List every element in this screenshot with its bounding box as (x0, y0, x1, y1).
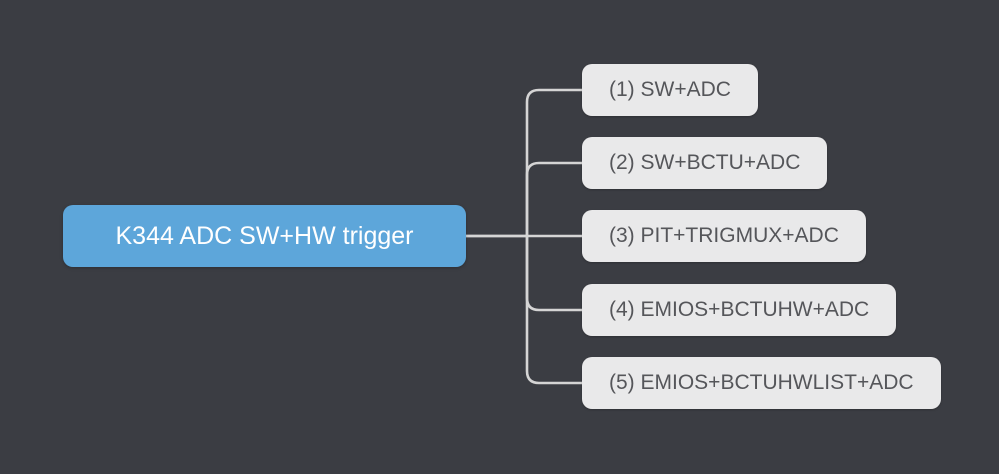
connector-root-to-child-5 (525, 236, 583, 385)
child-node-label: (5) EMIOS+BCTUHWLIST+ADC (609, 371, 914, 394)
child-node-1[interactable]: (1) SW+ADC (582, 64, 758, 116)
child-node-label: (2) SW+BCTU+ADC (609, 151, 801, 174)
child-node-2[interactable]: (2) SW+BCTU+ADC (582, 137, 828, 189)
connector-root-to-child-2 (525, 161, 583, 236)
child-node-label: (3) PIT+TRIGMUX+ADC (609, 224, 839, 247)
connector-root-to-child-4 (525, 236, 583, 312)
child-node-3[interactable]: (3) PIT+TRIGMUX+ADC (582, 210, 866, 262)
child-node-label: (4) EMIOS+BCTUHW+ADC (609, 298, 870, 321)
child-node-4[interactable]: (4) EMIOS+BCTUHW+ADC (582, 284, 897, 336)
root-node[interactable]: K344 ADC SW+HW trigger (63, 205, 466, 267)
connector-root-to-child-1 (466, 88, 583, 238)
child-node-label: (1) SW+ADC (609, 78, 731, 101)
root-node-label: K344 ADC SW+HW trigger (115, 221, 414, 250)
child-node-5[interactable]: (5) EMIOS+BCTUHWLIST+ADC (582, 357, 941, 409)
